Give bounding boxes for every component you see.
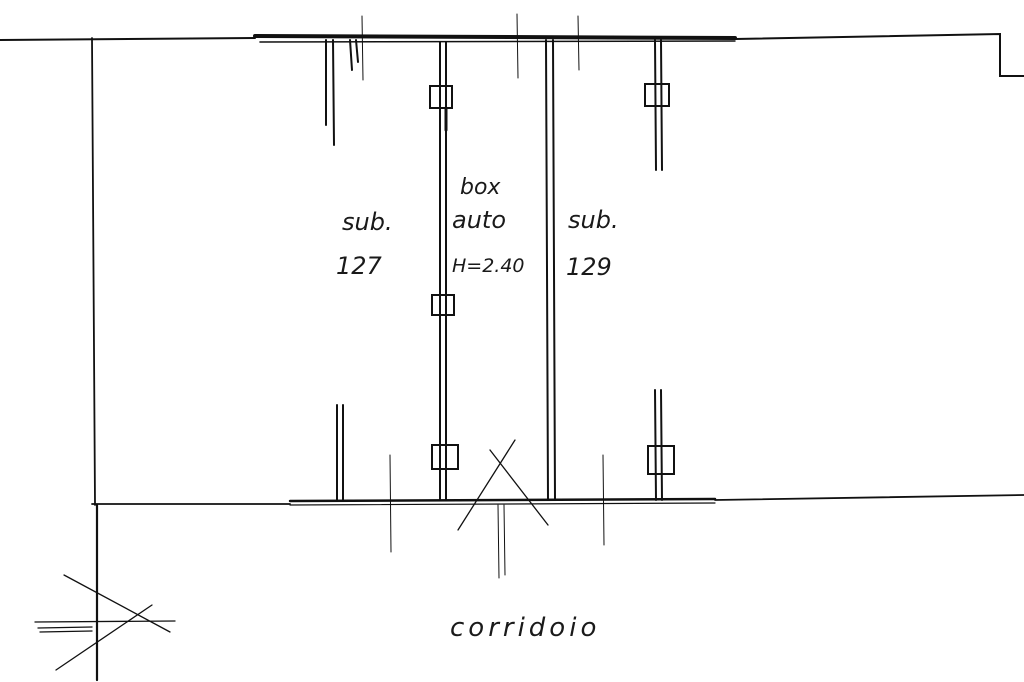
label-sub-127-line1: sub. [342, 208, 393, 236]
label-sub-127: sub. 127 [336, 208, 393, 280]
label-sub-129: sub. 129 [566, 206, 619, 281]
label-sub-127-line2: 127 [336, 252, 383, 280]
construction-lines [361, 13, 605, 579]
partition-wall-left [429, 41, 459, 501]
label-box-auto: box auto H=2.40 [452, 175, 525, 277]
entrance-arrow-symbol [34, 574, 176, 671]
partition-wall-right [545, 39, 556, 501]
top-wall [0, 32, 1024, 77]
label-box-line2: auto [452, 206, 506, 234]
partition-stub-right [644, 39, 675, 501]
label-sub-129-line1: sub. [568, 206, 619, 234]
label-box-line1: box [460, 175, 501, 200]
corridor-edge [91, 494, 1024, 506]
label-corridoio: corridoio [450, 613, 600, 643]
door-swing-symbol [457, 439, 549, 531]
left-wall [91, 37, 99, 682]
label-box-height: H=2.40 [452, 255, 525, 277]
partition-stub-left [325, 39, 359, 501]
label-sub-129-line2: 129 [566, 253, 612, 281]
